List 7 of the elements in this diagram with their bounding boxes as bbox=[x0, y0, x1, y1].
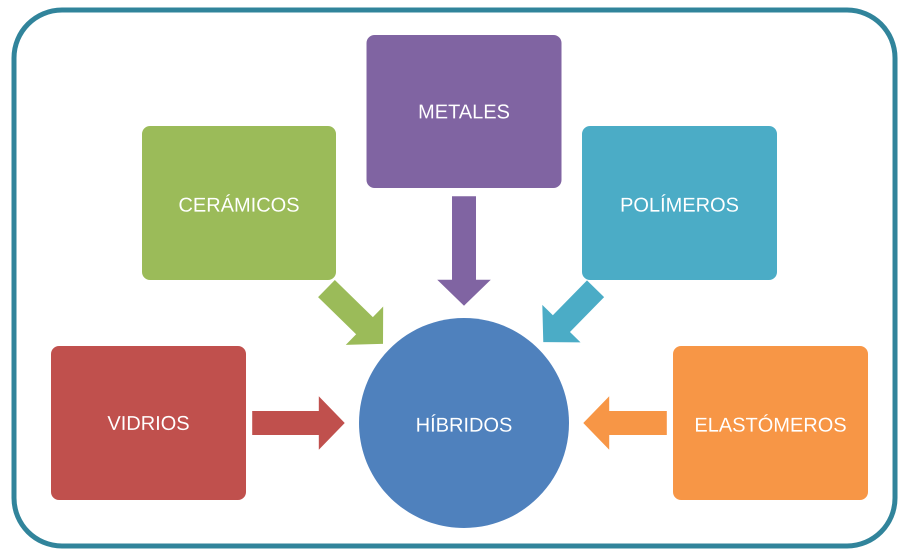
circle-node: HÍBRIDOS bbox=[359, 318, 569, 528]
category-box: VIDRIOS bbox=[51, 346, 246, 500]
category-box: METALES bbox=[366, 35, 562, 188]
block-arrow bbox=[318, 280, 384, 345]
category-box: ELASTÓMEROS bbox=[673, 346, 868, 500]
category-box: CERÁMICOS bbox=[142, 126, 336, 280]
category-box: POLÍMEROS bbox=[582, 126, 777, 280]
